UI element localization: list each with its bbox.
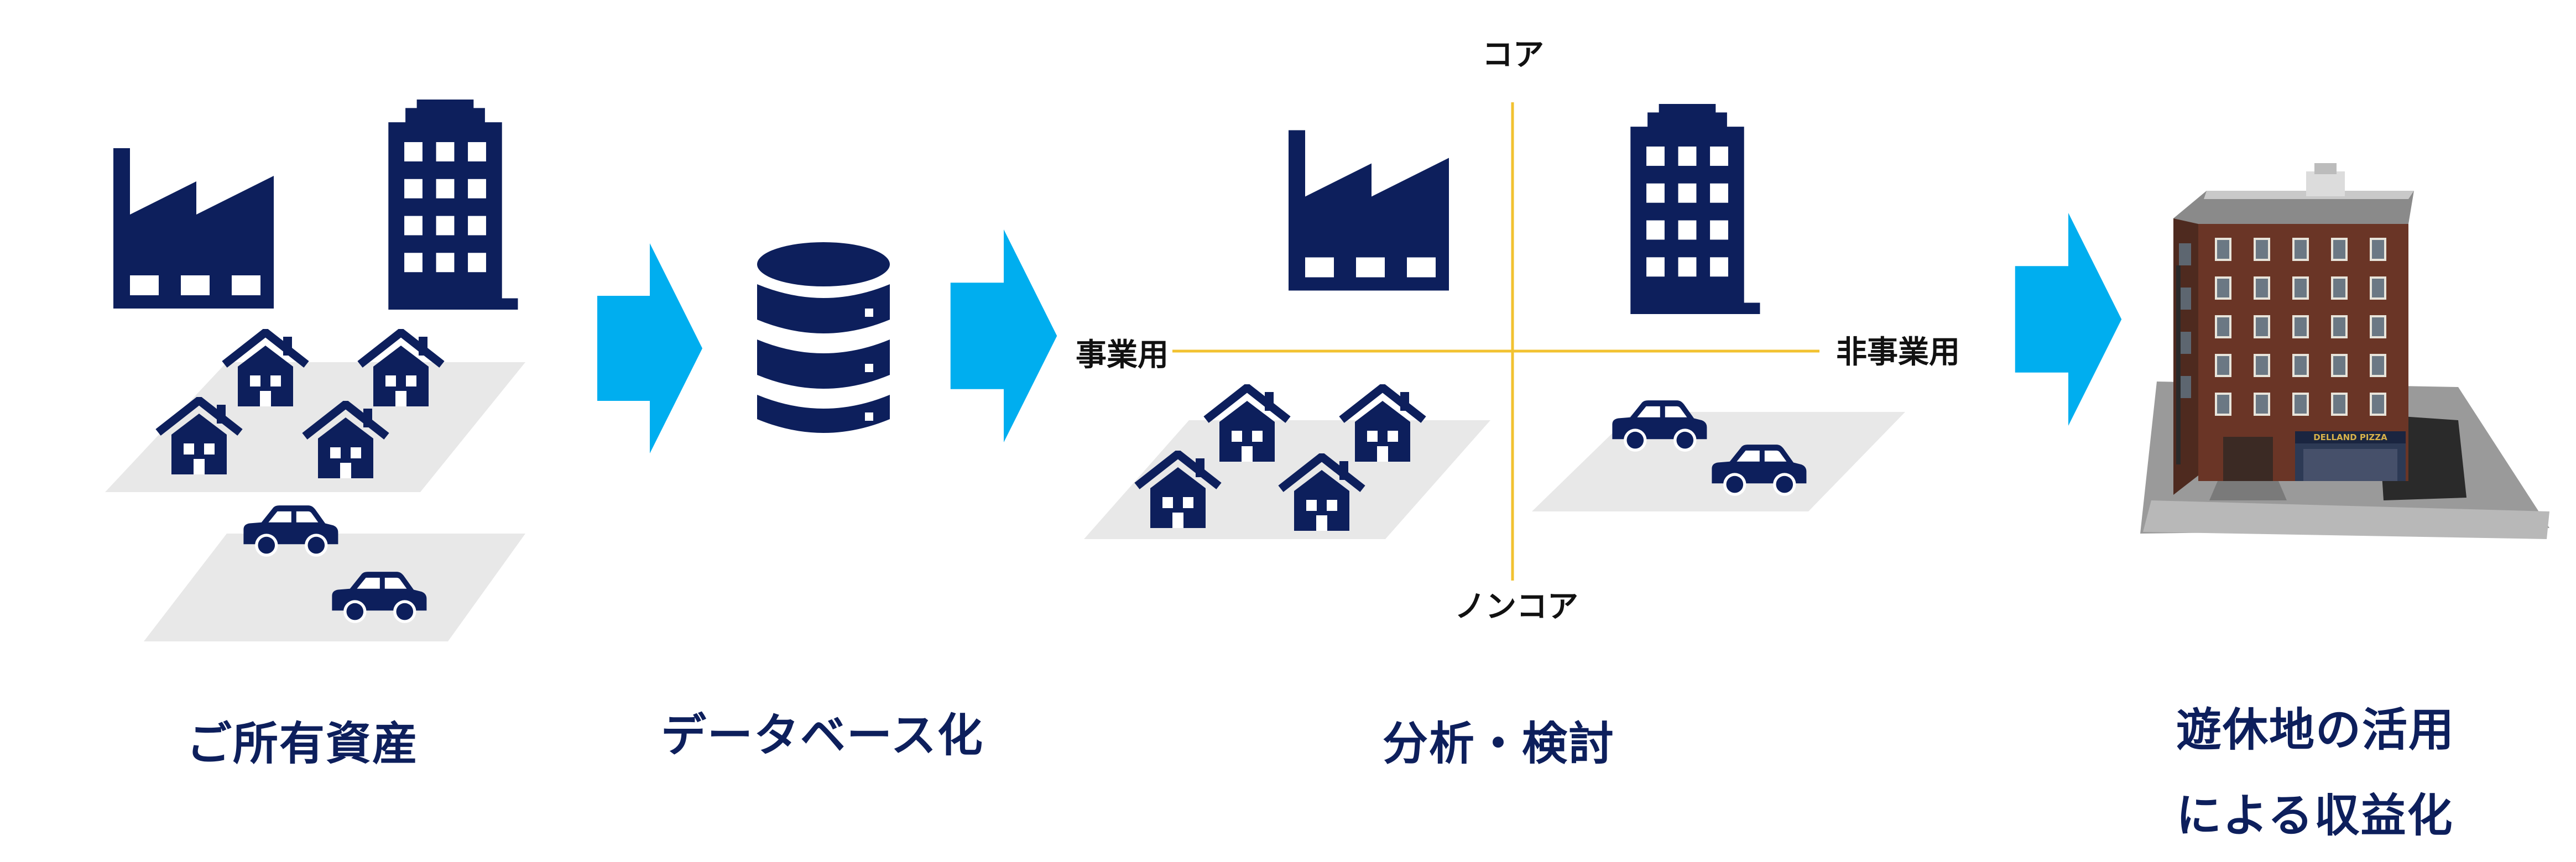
window-pane <box>2333 395 2345 414</box>
window-pane <box>2256 356 2268 375</box>
building-window-side <box>2179 288 2191 310</box>
window-pane <box>2372 395 2384 414</box>
building-window-side <box>2179 243 2191 265</box>
arrow-right-icon <box>2015 213 2122 426</box>
database-icon <box>757 242 890 433</box>
window-pane <box>2295 279 2307 297</box>
window-pane <box>2217 279 2229 297</box>
window-pane <box>2256 317 2268 336</box>
roof-structure <box>2314 163 2337 174</box>
window-pane <box>2372 356 2384 375</box>
window-pane <box>2256 395 2268 414</box>
window-pane <box>2217 317 2229 336</box>
storefront-sign-text: DELLAND PIZZA <box>2313 432 2387 442</box>
arrow-right-icon <box>597 243 702 453</box>
window-pane <box>2295 356 2307 375</box>
window-pane <box>2256 279 2268 297</box>
window-pane <box>2372 279 2384 297</box>
window-pane <box>2295 395 2307 414</box>
storefront-sign <box>2295 431 2406 443</box>
window-pane <box>2295 240 2307 259</box>
entrance-door <box>2223 437 2273 481</box>
window-pane <box>2333 240 2345 259</box>
axis-label-core: コア <box>1482 37 1544 73</box>
window-pane <box>2217 356 2229 375</box>
window-pane <box>2333 317 2345 336</box>
arrow-right-icon <box>950 229 1057 442</box>
window-pane <box>2256 240 2268 259</box>
roof-structure <box>2306 171 2345 196</box>
caption-analysis: 分析・検討 <box>1383 718 1615 770</box>
entrance-stairs <box>2209 481 2287 500</box>
building-window-side <box>2179 376 2191 398</box>
factory-icon <box>1289 130 1449 291</box>
window-pane <box>2217 240 2229 259</box>
caption-assets: ご所有資産 <box>186 718 419 770</box>
axis-label-noncore: ノンコア <box>1454 589 1578 625</box>
window-pane <box>2333 356 2345 375</box>
caption-utilization-line2: による収益化 <box>2176 790 2454 842</box>
office-building-icon <box>1630 104 1760 314</box>
caption-utilization-line1: 遊休地の活用 <box>2176 704 2455 756</box>
window-pane <box>2295 317 2307 336</box>
window-pane <box>2372 240 2384 259</box>
window-pane <box>2372 317 2384 336</box>
ground-plot <box>144 534 525 641</box>
window-pane <box>2217 395 2229 414</box>
axis-label-nonbusiness: 非事業用 <box>1836 335 1960 370</box>
building-window-side <box>2179 332 2191 354</box>
ground-plot <box>1532 412 1905 511</box>
window-pane <box>2333 279 2345 297</box>
caption-database: データベース化 <box>661 709 984 762</box>
axis-label-business: 事業用 <box>1076 337 1169 373</box>
brick-building-image: DELLAND PIZZA <box>2140 163 2549 539</box>
office-building-icon <box>388 100 518 310</box>
factory-icon <box>113 148 274 309</box>
storefront-window <box>2303 449 2397 481</box>
building-lot-edge <box>2143 500 2549 539</box>
fire-escape <box>2176 265 2181 464</box>
